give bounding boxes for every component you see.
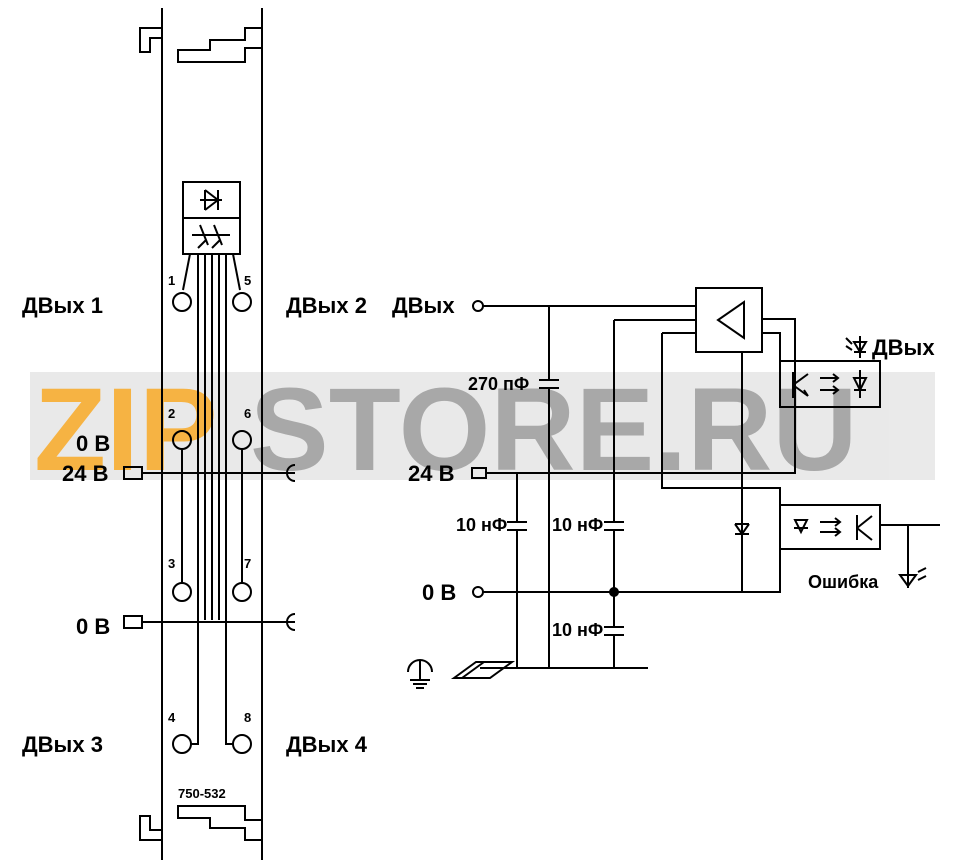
v0-terminal: [472, 586, 484, 598]
label-cap-10nf-a: 10 нФ: [456, 515, 507, 535]
rail-24v-contact: [123, 466, 143, 480]
label-led-out: ДВых: [872, 335, 935, 360]
module-led-leads: [182, 253, 241, 291]
phototransistor-icon: [192, 224, 230, 249]
terminal-number-1: 1: [168, 273, 175, 288]
label-circuit-0v: 0 В: [422, 580, 456, 605]
module-model: 750-532: [178, 786, 226, 801]
din-rail-icon: [450, 661, 516, 679]
circuit: [407, 287, 940, 689]
rail-0v-contact: [123, 615, 143, 629]
opto-out-box: [779, 360, 881, 408]
opto-arrows-icon: [820, 373, 840, 395]
label-circuit-out: ДВых: [392, 293, 455, 318]
terminal-5: [232, 292, 252, 312]
terminal-links: [181, 449, 243, 745]
terminal-numbers: 1 2 3 4 5 6 7 8: [168, 273, 251, 725]
module-bottom-clip: [139, 805, 262, 841]
label-out4: ДВых 4: [286, 732, 368, 757]
out-terminal: [472, 300, 484, 312]
opto-led-icon: [852, 370, 868, 398]
label-out3: ДВых 3: [22, 732, 103, 757]
label-out2: ДВых 2: [286, 293, 367, 318]
v24-line: [486, 318, 796, 474]
module-housing: [161, 8, 263, 860]
amplifier-icon: [716, 300, 745, 340]
terminal-8: [232, 734, 252, 754]
diode-icon: [200, 189, 222, 211]
v0-line: [483, 548, 781, 593]
terminal-number-4: 4: [168, 710, 176, 725]
label-cap-270pf: 270 пФ: [468, 374, 529, 394]
capacitor-270pf: [539, 306, 559, 668]
junction-dot: [609, 587, 619, 597]
watermark-part2: STORE.RU: [250, 364, 858, 496]
capacitor-10nf-b-c: [604, 320, 624, 668]
module-labels: ДВых 1 ДВых 2 0 В 24 В 0 В ДВых 3 ДВых 4…: [22, 293, 368, 801]
error-arrows-icon: [820, 517, 842, 537]
opto-transistor-icon: [792, 372, 809, 398]
earth-icon: [407, 659, 433, 689]
rail-0v: [142, 613, 296, 631]
error-transistor-icon: [856, 515, 873, 541]
opto-out-link: [762, 332, 781, 361]
error-led-icon: [793, 519, 809, 535]
label-cap-10nf-c: 10 нФ: [552, 620, 603, 640]
terminal-number-8: 8: [244, 710, 251, 725]
terminal-1: [172, 292, 192, 312]
label-24v: 24 В: [62, 461, 108, 486]
error-output-icon: [880, 524, 940, 588]
opto-error-box: [779, 504, 881, 550]
status-led-icon: [845, 336, 868, 358]
rail-24v: [142, 464, 296, 482]
terminal-3: [172, 582, 192, 602]
terminal-number-6: 6: [244, 406, 251, 421]
watermark-band: [30, 372, 935, 480]
label-0v-bottom: 0 В: [76, 614, 110, 639]
terminal-7: [232, 582, 252, 602]
label-0v-top: 0 В: [76, 431, 110, 456]
module-internal-wires: [197, 254, 227, 740]
circuit-labels: ДВых 24 В 0 В 270 пФ 10 нФ 10 нФ 10 нФ Д…: [392, 293, 935, 640]
module-top-clip: [139, 27, 262, 63]
label-circuit-24v: 24 В: [408, 461, 454, 486]
label-error: Ошибка: [808, 572, 879, 592]
terminal-number-5: 5: [244, 273, 251, 288]
label-out1: ДВых 1: [22, 293, 103, 318]
module: [123, 8, 296, 860]
capacitor-10nf-a: [507, 473, 527, 668]
driver-connections: [661, 332, 781, 592]
terminal-4: [172, 734, 192, 754]
terminal-number-3: 3: [168, 556, 175, 571]
driver-box: [695, 287, 763, 353]
terminal-number-7: 7: [244, 556, 251, 571]
terminal-number-2: 2: [168, 406, 175, 421]
label-cap-10nf-b: 10 нФ: [552, 515, 603, 535]
